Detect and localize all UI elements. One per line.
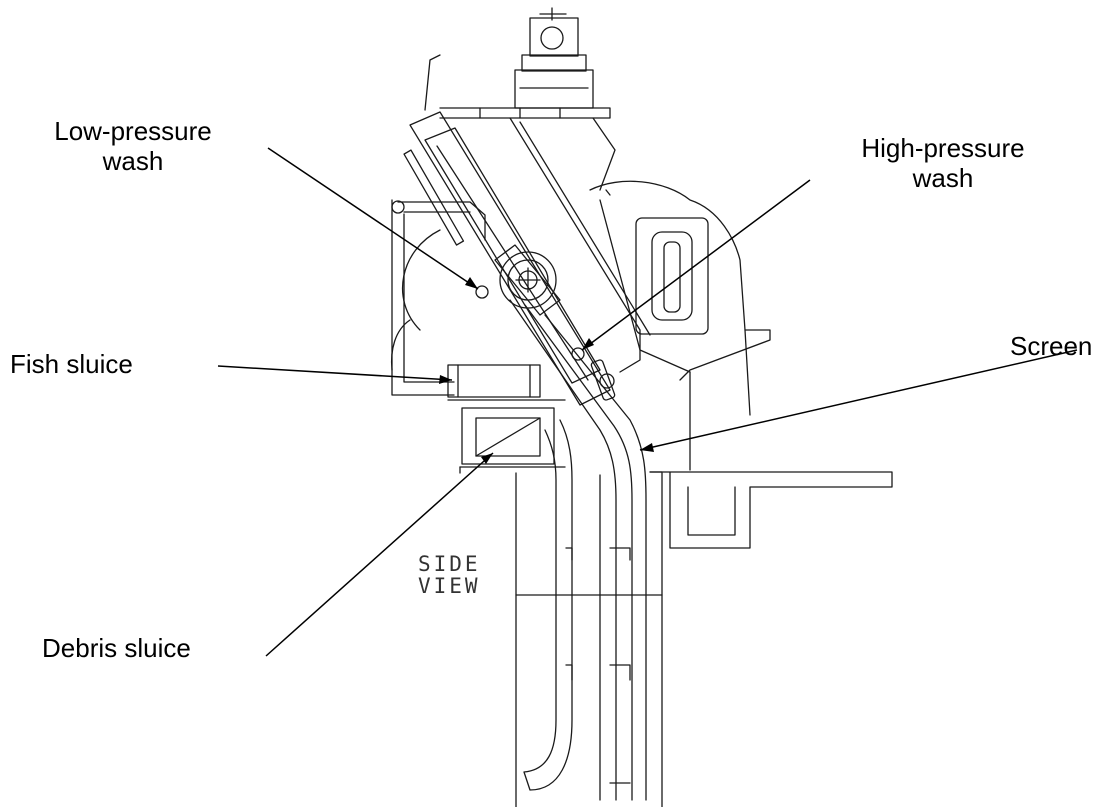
label-debris-sluice: Debris sluice (42, 633, 191, 663)
arrowhead-screen (640, 443, 654, 452)
drive-motor (514, 7, 594, 109)
head-frame (439, 107, 616, 191)
label-fish-sluice: Fish sluice (10, 349, 133, 379)
leader-fish-sluice (217, 365, 453, 381)
leader-screen (639, 349, 1078, 451)
label-screen-text: Screen (1010, 331, 1093, 361)
leader-low-pressure-wash (267, 147, 479, 290)
arrowhead-high-pressure-wash (582, 338, 594, 350)
leader-lines (217, 147, 1078, 657)
fish-return-frame (390, 199, 486, 396)
leader-arrowheads (439, 277, 654, 464)
arrowhead-debris-sluice (481, 453, 493, 464)
fish-sluice-box (447, 364, 541, 398)
label-high-pressure-wash: High-pressure wash (828, 133, 1058, 193)
label-high-pressure-wash-line-1: High-pressure (861, 133, 1025, 163)
screen-belt (509, 299, 647, 801)
label-fish-sluice-text: Fish sluice (10, 349, 133, 379)
side-view-note-line-2: VIEW (418, 574, 481, 598)
wash-hood (589, 180, 771, 471)
label-low-pressure-wash: Low-pressure wash (33, 116, 233, 176)
leader-debris-sluice (265, 452, 494, 657)
label-low-pressure-wash-line-2: wash (102, 146, 164, 176)
deck (459, 466, 893, 549)
side-view-note: SIDE VIEW (418, 553, 481, 597)
label-low-pressure-wash-line-1: Low-pressure (54, 116, 212, 146)
side-view-note-line-1: SIDE (418, 552, 481, 576)
label-screen: Screen (1010, 331, 1092, 361)
arrowhead-low-pressure-wash (465, 277, 478, 289)
leader-high-pressure-wash (581, 179, 811, 351)
screen-housing (403, 54, 651, 406)
arrowhead-fish-sluice (439, 375, 452, 384)
label-debris-sluice-text: Debris sluice (42, 633, 191, 663)
screen-well (515, 471, 663, 807)
label-high-pressure-wash-line-2: wash (912, 163, 974, 193)
debris-sluice-box (447, 399, 566, 465)
